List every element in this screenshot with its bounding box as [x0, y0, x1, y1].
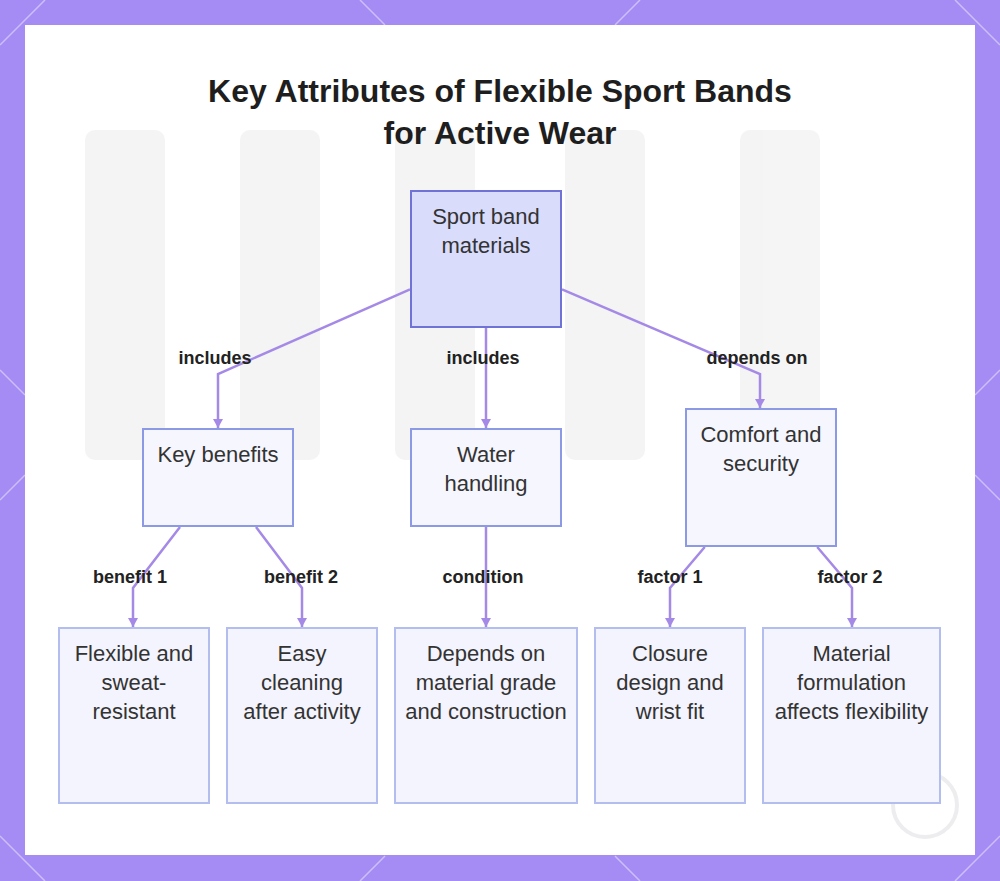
concept-box: Easy cleaning after activity	[226, 627, 378, 804]
concept-box: Closure design and wrist fit	[594, 627, 746, 804]
connector-arrow	[481, 328, 491, 428]
connector-arrow	[817, 547, 857, 627]
box-label: Flexible and sweat-resistant	[68, 639, 200, 726]
edge-label: factor 1	[637, 567, 702, 588]
diagram-title: Key Attributes of Flexible Sport Bands f…	[200, 70, 800, 154]
edge-label: benefit 2	[264, 567, 338, 588]
box-label: Easy cleaning after activity	[236, 639, 368, 726]
box-label: Sport band materials	[420, 202, 552, 260]
edge-label: condition	[443, 567, 524, 588]
connector-arrow	[665, 547, 705, 627]
concept-box: Key benefits	[142, 428, 294, 527]
box-label: Material formulation affects flexibility	[772, 639, 931, 726]
box-label: Comfort and security	[695, 420, 827, 478]
concept-box: Water handling	[410, 428, 562, 527]
edge-label: includes	[178, 348, 251, 369]
box-label: Closure design and wrist fit	[604, 639, 736, 726]
edge-label: includes	[446, 348, 519, 369]
concept-box: Comfort and security	[685, 408, 837, 547]
box-label: Key benefits	[157, 440, 278, 469]
box-label: Water handling	[420, 440, 552, 498]
concept-box: Depends on material grade and constructi…	[394, 627, 578, 804]
concept-box: Flexible and sweat-resistant	[58, 627, 210, 804]
edge-label: factor 2	[817, 567, 882, 588]
edge-label: benefit 1	[93, 567, 167, 588]
edge-label: depends on	[706, 348, 807, 369]
concept-box: Sport band materials	[410, 190, 562, 328]
box-label: Depends on material grade and constructi…	[404, 639, 568, 726]
concept-box: Material formulation affects flexibility	[762, 627, 941, 804]
